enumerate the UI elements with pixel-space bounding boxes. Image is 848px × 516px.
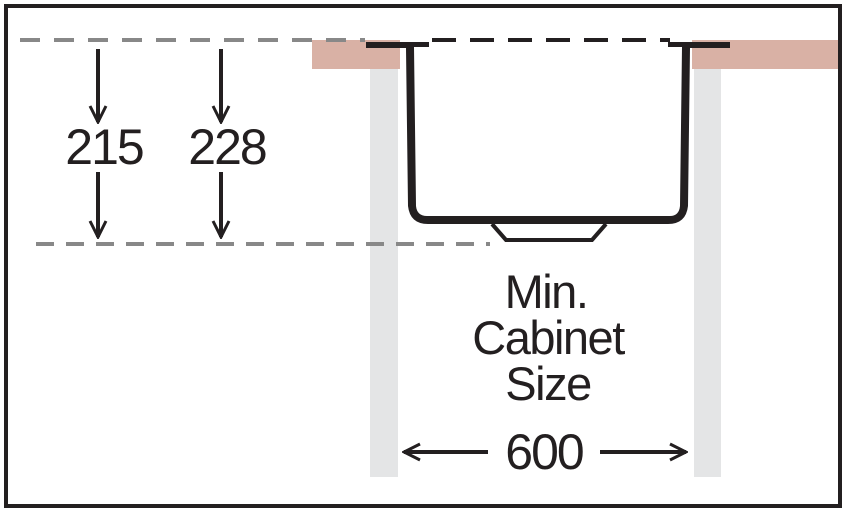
sink-drain [490,222,608,242]
dimension-600: 600 [505,424,583,480]
dimension-228: 228 [188,119,266,175]
cabinet-side-right [694,69,721,477]
label-cabinet: Cabinet [472,311,625,364]
cabinet-side-left [370,69,398,477]
dimension-215: 215 [65,119,143,175]
label-size: Size [505,357,591,410]
label-min: Min. [505,265,588,318]
